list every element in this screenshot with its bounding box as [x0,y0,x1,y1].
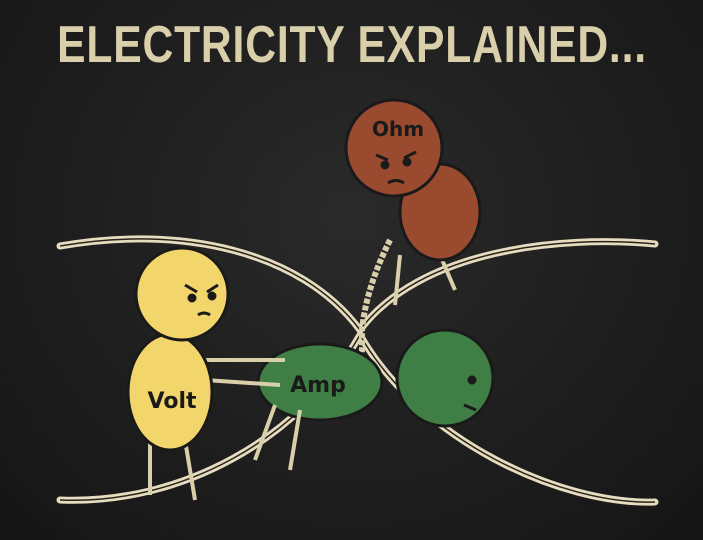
ohm-label: Ohm [372,117,424,141]
title: ELECTRICITY EXPLAINED... [56,16,647,74]
amp-character [253,328,495,471]
rope [359,238,393,390]
ohm-character [344,98,482,306]
volt-character [126,246,285,501]
amp-label: Amp [290,373,346,398]
cartoon: Amp Volt Ohm [56,98,659,506]
volt-label: Volt [148,389,197,414]
